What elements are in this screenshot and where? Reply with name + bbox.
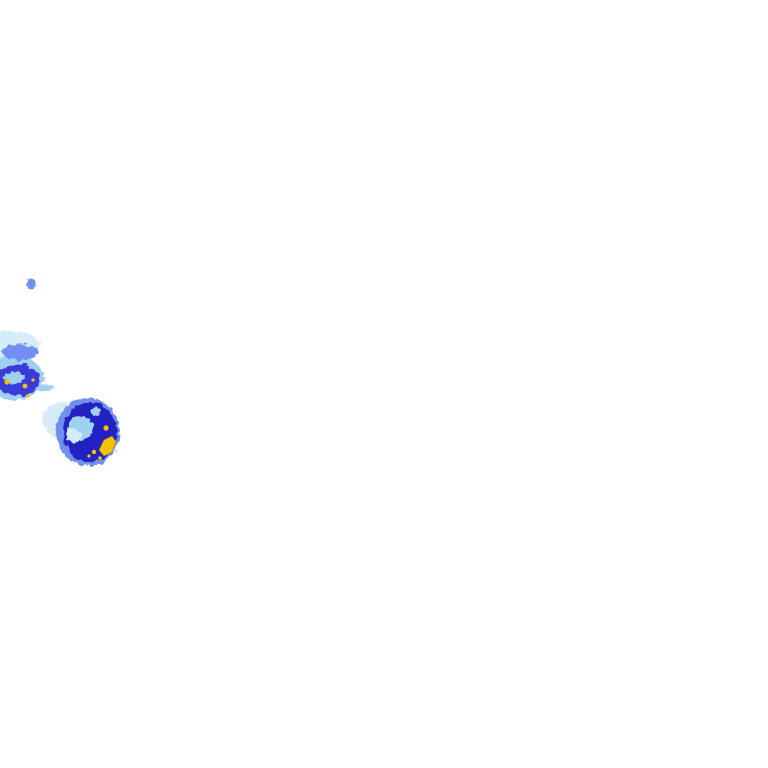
echo-light bbox=[37, 385, 53, 391]
extreme-core bbox=[98, 435, 117, 457]
extreme-core bbox=[91, 449, 97, 455]
extreme-core bbox=[87, 454, 91, 458]
cell-center-west bbox=[42, 398, 120, 466]
extreme-core bbox=[103, 425, 109, 431]
echo-very-light bbox=[66, 429, 82, 443]
extreme-core bbox=[22, 383, 28, 389]
cell-center-west-core bbox=[87, 425, 117, 460]
echo-moderate bbox=[27, 278, 35, 290]
small-echo-north-west bbox=[27, 278, 35, 290]
cell-west-core bbox=[4, 378, 35, 398]
echo-moderate bbox=[2, 344, 38, 360]
cell-west bbox=[0, 331, 53, 400]
extreme-core bbox=[4, 379, 10, 385]
extreme-core bbox=[31, 378, 35, 382]
extreme-core bbox=[98, 456, 102, 460]
echo-light bbox=[91, 408, 101, 416]
extreme-core bbox=[26, 394, 30, 398]
